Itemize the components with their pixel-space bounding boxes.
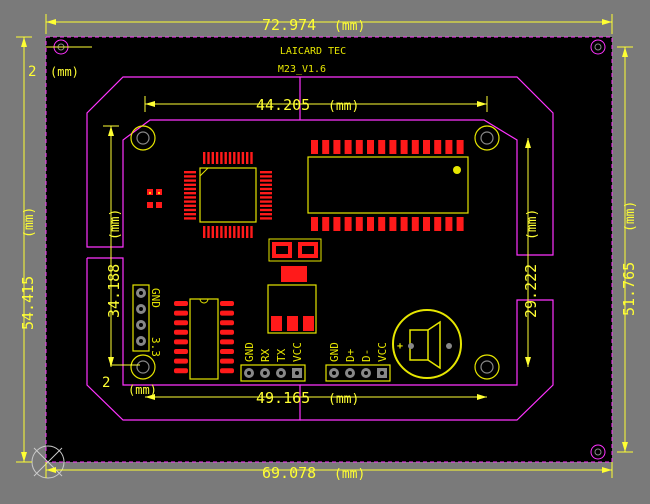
dim-corner-top: 2 (28, 64, 36, 80)
buzzer-polarity: + (397, 341, 403, 352)
dim-inner-left-unit: (mm) (108, 209, 123, 240)
dim-bottom-width: 69.078 (262, 464, 316, 482)
usb-label: VCC (376, 342, 389, 362)
dimension-arrows (21, 19, 628, 473)
side-labels: GND 3.3 (149, 288, 162, 357)
uart-label: GND (243, 342, 256, 362)
dim-inner-bottom-unit: (mm) (328, 392, 359, 407)
side-pin-label: GND (149, 288, 162, 308)
voltage-regulator (267, 238, 322, 334)
side-pin-label: 3.3 (149, 337, 162, 357)
dim-bottom-width-unit: (mm) (334, 467, 365, 482)
dim-inner-bottom: 49.165 (256, 389, 310, 407)
usb-label: D- (360, 349, 373, 362)
dim-right-height: 51.765 (620, 262, 638, 316)
dim-corner-bottom: 2 (102, 375, 110, 391)
uart-label: VCC (291, 342, 304, 362)
dim-inner-top: 44.205 (256, 96, 310, 114)
soic-chip (174, 298, 234, 380)
dimension-lines (16, 14, 633, 478)
dim-top-width: 72.974 (262, 16, 316, 34)
inner-outline (86, 76, 554, 421)
usb-label: D+ (344, 348, 357, 362)
board-title: LAICARD TEC (280, 46, 346, 57)
dimension-labels: 72.974 (mm) 69.078 (mm) 44.205 (mm) 49.1… (19, 16, 638, 482)
small-passives (147, 189, 162, 208)
dim-left-height-unit: (mm) (22, 207, 37, 238)
uart-label: RX (259, 348, 272, 362)
dim-inner-top-unit: (mm) (328, 99, 359, 114)
large-chip (307, 140, 469, 231)
dim-inner-right: 29.222 (522, 264, 540, 318)
dim-inner-right-unit: (mm) (525, 209, 540, 240)
dim-right-height-unit: (mm) (623, 201, 638, 232)
board-substrate (46, 37, 612, 462)
dim-corner-top-unit: (mm) (50, 65, 79, 79)
uart-label: TX (275, 348, 288, 362)
uart-header (240, 364, 306, 382)
dim-inner-left: 34.188 (105, 264, 123, 318)
buzzer: + (392, 309, 462, 379)
side-pin-header (132, 284, 150, 352)
usb-header (325, 364, 391, 382)
board-version: M23_V1.6 (278, 64, 326, 75)
dim-corner-bottom-unit: (mm) (128, 383, 157, 397)
dim-left-height: 54.415 (19, 276, 37, 330)
dim-top-width-unit: (mm) (334, 19, 365, 34)
mcu-qfp (184, 152, 272, 238)
usb-label: GND (328, 342, 341, 362)
mounting-holes (53, 39, 606, 460)
